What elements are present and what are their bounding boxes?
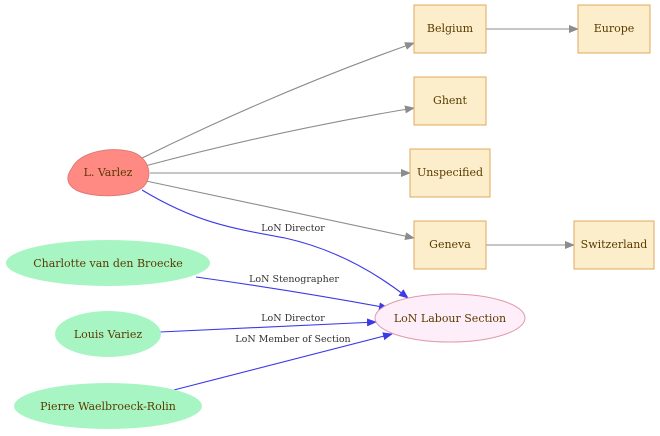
node-labour-section[interactable]: LoN Labour Section [374, 293, 526, 343]
node-pierre[interactable]: Pierre Waelbroeck-Rolin [14, 383, 202, 429]
node-ghent[interactable]: Ghent [413, 76, 487, 126]
edge-label-pierre-member: LoN Member of Section [235, 334, 350, 345]
node-pierre-shape [14, 383, 202, 429]
node-geneva-box [413, 220, 487, 270]
edge-varlez-belgium [137, 42, 415, 161]
node-switzerland-box [573, 220, 655, 270]
node-charlotte-shape [6, 240, 210, 286]
node-unspecified[interactable]: Unspecified [409, 148, 491, 198]
node-switzerland[interactable]: Switzerland [573, 220, 655, 270]
node-louis-shape [55, 311, 161, 357]
node-belgium-box [413, 4, 487, 54]
node-charlotte-label: Charlotte van den Broecke [33, 257, 183, 270]
node-varlez-label: L. Varlez [84, 166, 133, 179]
node-louis[interactable]: Louis Variez [55, 311, 161, 357]
node-charlotte[interactable]: Charlotte van den Broecke [6, 240, 210, 286]
edge-pierre-labour [169, 332, 393, 392]
edge-varlez-ghent [144, 105, 415, 167]
node-pierre-label: Pierre Waelbroeck-Rolin [40, 400, 176, 413]
node-europe-label: Europe [594, 22, 635, 35]
edge-label-varlez-director: LoN Director [261, 223, 325, 234]
node-labour-label: LoN Labour Section [394, 312, 506, 325]
edge-label-louis-director: LoN Director [261, 313, 325, 324]
node-belgium-label: Belgium [427, 22, 474, 35]
node-louis-label: Louis Variez [74, 328, 142, 341]
edge-label-charlotte-stenographer: LoN Stenographer [249, 274, 339, 285]
node-varlez-shape [67, 149, 150, 197]
edge-varlez-geneva [145, 180, 415, 241]
node-europe-box [577, 4, 651, 54]
edge-charlotte-labour [195, 276, 389, 311]
node-ghent-box [413, 76, 487, 126]
node-switzerland-label: Switzerland [581, 238, 648, 251]
node-unspecified-label: Unspecified [417, 166, 483, 179]
node-geneva[interactable]: Geneva [413, 220, 487, 270]
node-geneva-label: Geneva [429, 238, 471, 251]
node-labour-shape [374, 293, 526, 343]
node-varlez[interactable]: L. Varlez [67, 149, 150, 197]
node-unspecified-box [409, 148, 491, 198]
node-europe[interactable]: Europe [577, 4, 651, 54]
node-ghent-label: Ghent [433, 94, 467, 107]
edge-varlez-labour [141, 189, 409, 299]
node-belgium[interactable]: Belgium [413, 4, 487, 54]
edge-louis-labour [159, 318, 377, 333]
